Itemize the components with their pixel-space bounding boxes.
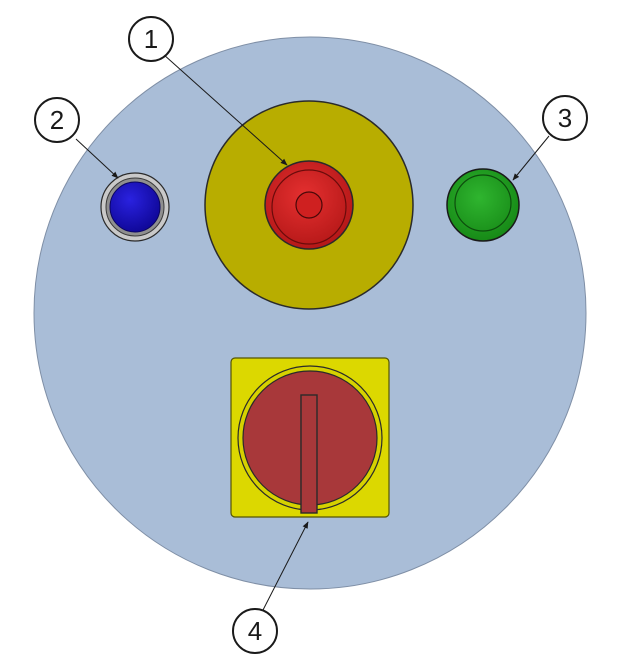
- callout-circle: [542, 95, 588, 141]
- panel-disc: [33, 36, 587, 590]
- callout-2: 2: [34, 97, 80, 143]
- green-push-button: [446, 168, 520, 242]
- callout-number: 4: [248, 616, 262, 646]
- callout-4: 4: [232, 608, 278, 654]
- callout-circle: [34, 97, 80, 143]
- callout-number: 1: [144, 24, 158, 54]
- callout-circle: [128, 16, 174, 62]
- blue-pilot-light: [100, 172, 170, 242]
- estop-center-dot: [295, 191, 323, 219]
- leader-line-1: [162, 53, 288, 166]
- leader-line-4: [262, 521, 309, 611]
- leader-line-3: [512, 135, 550, 181]
- green-button-body: [446, 168, 520, 242]
- callout-number: 2: [50, 105, 64, 135]
- pilot-light-lens: [109, 181, 161, 233]
- callout-3: 3: [542, 95, 588, 141]
- green-button-rim: [454, 174, 512, 232]
- callout-circle: [232, 608, 278, 654]
- emergency-stop-button: [204, 100, 414, 310]
- callout-1: 1: [128, 16, 174, 62]
- rotary-selector-switch: [230, 357, 390, 518]
- switch-knob-handle: [300, 394, 318, 514]
- leader-line-2: [75, 138, 119, 179]
- callout-number: 3: [558, 103, 572, 133]
- estop-cap-rim: [271, 169, 347, 245]
